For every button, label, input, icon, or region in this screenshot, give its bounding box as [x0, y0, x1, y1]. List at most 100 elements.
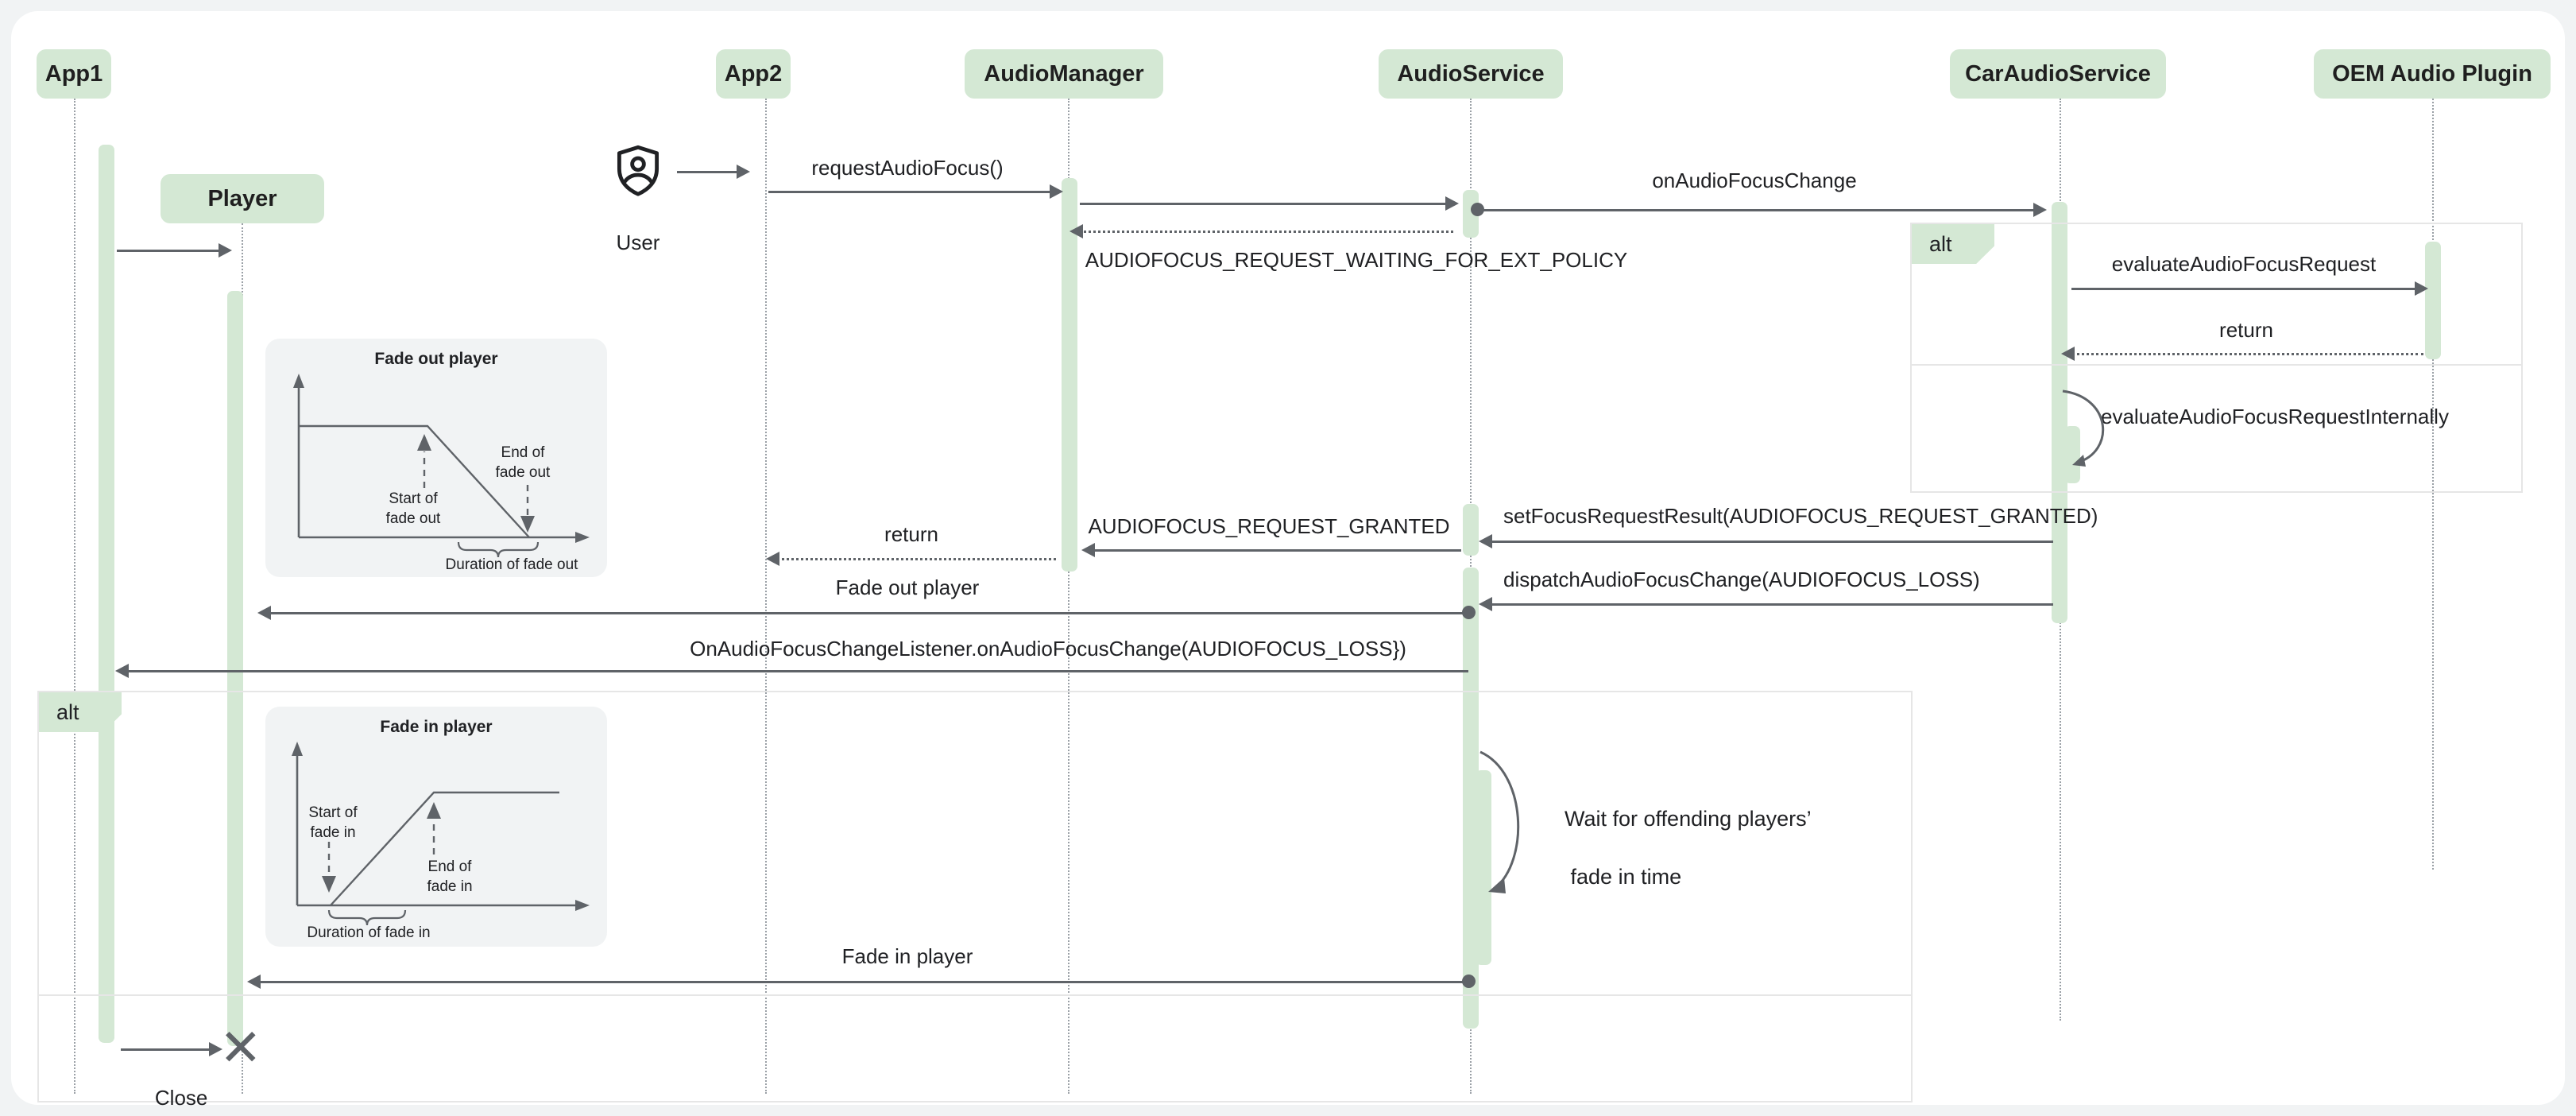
- message-label-onAudioFocusChangeListener: OnAudioFocusChangeListener.onAudioFocusC…: [690, 637, 1406, 661]
- message-label-onAudioFocusChange: onAudioFocusChange: [1652, 169, 1857, 192]
- fade-out-start-label: Start of fade out: [359, 490, 467, 529]
- message-line-m4: [1080, 231, 1453, 233]
- alt-fragment-oem-divider: [1910, 364, 2523, 366]
- activation-oem: [2425, 242, 2441, 359]
- fade-out-chart-svg: [293, 374, 590, 558]
- label-line1: Start of: [389, 490, 438, 507]
- message-label-return-oem: return: [2219, 318, 2273, 342]
- label-line1: Start of: [308, 804, 358, 821]
- message-label-setFocusRequestResult: setFocusRequestResult(AUDIOFOCUS_REQUEST…: [1503, 504, 2098, 528]
- alt-fragment-oem-tag: alt: [1912, 224, 1994, 264]
- wait-note-line2: fade in time: [1565, 865, 1682, 889]
- message-line-m15: [121, 1048, 215, 1051]
- participant-label: OEM Audio Plugin: [2332, 60, 2532, 87]
- message-line-m2: [1080, 203, 1450, 205]
- lifeline-oem: [2432, 99, 2434, 870]
- message-label-return-am: return: [884, 522, 938, 546]
- close-note-line1: Close: [154, 1086, 208, 1110]
- message-line-m11: [1489, 603, 2053, 606]
- message-label-evaluateAudioFocusRequest: evaluateAudioFocusRequest: [2111, 252, 2377, 276]
- label-line2: fade out: [385, 510, 441, 527]
- arrowhead-right: [737, 165, 750, 179]
- message-line-m8: [1489, 541, 2053, 543]
- participant-label: CarAudioService: [1965, 60, 2151, 87]
- shield-user-icon: [617, 145, 659, 196]
- alt-fragment-fade-tag: alt: [39, 692, 122, 732]
- message-start-dot-m3: [1471, 203, 1484, 216]
- participant-label: App1: [44, 60, 103, 87]
- activation-caraudioservice: [2052, 202, 2067, 623]
- activation-player: [227, 291, 243, 1046]
- message-line-m1: [768, 191, 1055, 193]
- player-destruction-icon: ✕: [219, 1019, 262, 1076]
- message-label-waiting-ext-policy: AUDIOFOCUS_REQUEST_WAITING_FOR_EXT_POLIC…: [1085, 248, 1628, 272]
- activation-audiomanager: [1062, 178, 1077, 572]
- participant-player[interactable]: Player: [161, 174, 324, 223]
- fade-in-chart-svg: [292, 742, 590, 926]
- activation-audioservice-3: [1463, 568, 1479, 1029]
- arrowhead-left: [257, 606, 271, 620]
- fade-in-chart-title: Fade in player: [380, 718, 493, 736]
- arrowhead-right: [219, 243, 232, 258]
- arrowhead-right: [1445, 196, 1459, 211]
- fade-in-end-label: End of fade in: [399, 858, 501, 897]
- arrowhead-left: [766, 552, 779, 566]
- message-start-dot-m12: [1462, 606, 1476, 619]
- activation-caraudioservice-nested: [2064, 426, 2080, 483]
- message-line-m12: [268, 612, 1468, 614]
- label-line1: End of: [501, 444, 545, 461]
- message-label-fade-in-player: Fade in player: [841, 944, 973, 968]
- fade-out-chart-title: Fade out player: [374, 350, 498, 368]
- lifeline-audiomanager: [1068, 99, 1069, 1094]
- participant-oem-audio-plugin[interactable]: OEM Audio Plugin: [2314, 49, 2551, 99]
- user-label: User: [616, 231, 660, 254]
- participant-app1[interactable]: App1: [37, 49, 111, 99]
- alt-fragment-fade: [37, 691, 1913, 1102]
- message-line-m10: [776, 558, 1056, 560]
- fade-out-end-label: End of fade out: [474, 444, 572, 482]
- participant-audioservice[interactable]: AudioService: [1379, 49, 1563, 99]
- alt-fragment-fade-divider: [37, 994, 1913, 996]
- wait-self-arc: [1479, 750, 1520, 893]
- participant-caraudioservice[interactable]: CarAudioService: [1950, 49, 2166, 99]
- fade-in-duration-label: Duration of fade in: [307, 924, 431, 941]
- close-note: Close the track: [132, 1056, 234, 1116]
- alt-operator-label: alt: [56, 699, 79, 724]
- message-label-evaluateAudioFocusRequestInternally: evaluateAudioFocusRequestInternally: [2101, 405, 2449, 428]
- message-line-m3: [1479, 209, 2039, 211]
- participant-label: AudioManager: [984, 60, 1144, 87]
- fade-out-chart: Fade out player Start of fade out End of: [265, 339, 607, 577]
- self-message-arc-caraudioservice: [2062, 389, 2105, 467]
- label-line2: fade in: [427, 878, 473, 895]
- arrowhead-right: [2415, 281, 2428, 296]
- activation-audioservice-1: [1463, 190, 1479, 238]
- activation-audioservice-nested: [1476, 770, 1491, 965]
- message-label-fade-out-player: Fade out player: [835, 575, 980, 599]
- lifeline-app2: [765, 99, 767, 1094]
- arrowhead-right: [2033, 203, 2047, 217]
- message-line-m5: [2071, 288, 2421, 290]
- participant-label: Player: [207, 185, 277, 211]
- arrowhead-left: [1479, 534, 1492, 548]
- message-line-m13: [126, 670, 1468, 672]
- message-label-requestAudioFocus: requestAudioFocus(): [811, 156, 1004, 180]
- activation-app1: [99, 145, 114, 1043]
- fade-in-start-label: Start of fade in: [281, 804, 385, 843]
- message-line-m9: [1092, 549, 1461, 552]
- participant-app2[interactable]: App2: [716, 49, 791, 99]
- alt-fragment-oem: [1910, 223, 2523, 493]
- label-line2: fade out: [495, 463, 551, 481]
- diagram-card: App1 Player App2 AudioManager AudioServi…: [11, 11, 2565, 1110]
- wait-note: Wait for offending players’ fade in time: [1541, 776, 1812, 920]
- arrowhead-left: [1081, 543, 1095, 557]
- arrowhead-left: [247, 975, 261, 989]
- message-label-request-granted: AUDIOFOCUS_REQUEST_GRANTED: [1088, 514, 1450, 538]
- arrowhead-left: [1069, 224, 1083, 238]
- arrowhead-right: [209, 1042, 222, 1056]
- activation-audioservice-2: [1463, 504, 1479, 556]
- message-line-m14: [257, 981, 1469, 983]
- arrowhead-left: [115, 664, 129, 678]
- participant-audiomanager[interactable]: AudioManager: [965, 49, 1163, 99]
- user-actor[interactable]: [613, 145, 663, 197]
